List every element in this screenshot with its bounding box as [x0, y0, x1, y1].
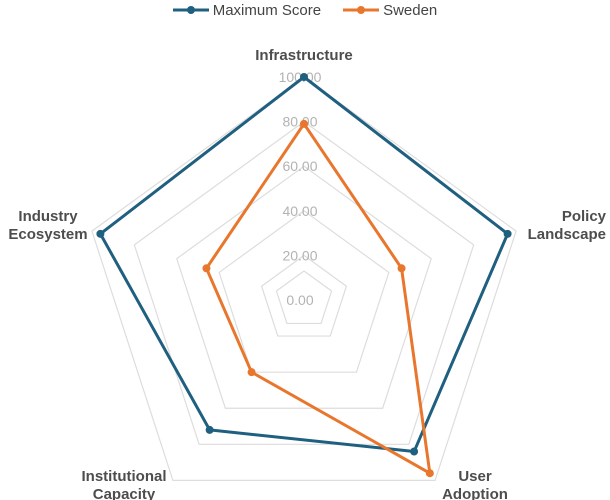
- tick-label: 20.00: [282, 247, 317, 263]
- grid-ring: [218, 210, 390, 373]
- tick-label: 80.00: [282, 114, 317, 130]
- tick-label: 0.00: [286, 292, 313, 308]
- legend-label: Sweden: [383, 1, 438, 19]
- data-point: [247, 368, 256, 377]
- legend-item-sweden[interactable]: Sweden: [343, 2, 437, 19]
- legend-label: Maximum Score: [212, 1, 322, 19]
- data-point: [503, 229, 512, 238]
- legend-swatch-sweden: [343, 6, 380, 14]
- series-line-maximum-score: [98, 75, 510, 454]
- legend: Maximum Score Sweden: [0, 0, 610, 20]
- data-point: [96, 229, 105, 238]
- series-line-sweden: [204, 122, 432, 475]
- data-point: [410, 447, 419, 456]
- grid-ring: [260, 254, 348, 337]
- grid-ring: [275, 270, 333, 325]
- data-point: [300, 119, 308, 128]
- axis-label: Infrastructure: [255, 47, 353, 64]
- grid-ring: [91, 76, 517, 482]
- data-point: [397, 264, 406, 273]
- data-point: [425, 469, 434, 478]
- legend-marker: [357, 6, 366, 14]
- data-point: [300, 73, 308, 81]
- tick-label: 60.00: [282, 158, 317, 174]
- tick-label: 40.00: [282, 203, 317, 219]
- legend-marker: [186, 6, 195, 14]
- legend-swatch-maximum-score: [172, 6, 209, 14]
- grid-ring: [133, 120, 475, 445]
- grid-ring: [176, 165, 432, 409]
- data-point: [205, 425, 214, 434]
- data-point: [202, 264, 211, 273]
- legend-item-maximum-score[interactable]: Maximum Score: [172, 1, 322, 19]
